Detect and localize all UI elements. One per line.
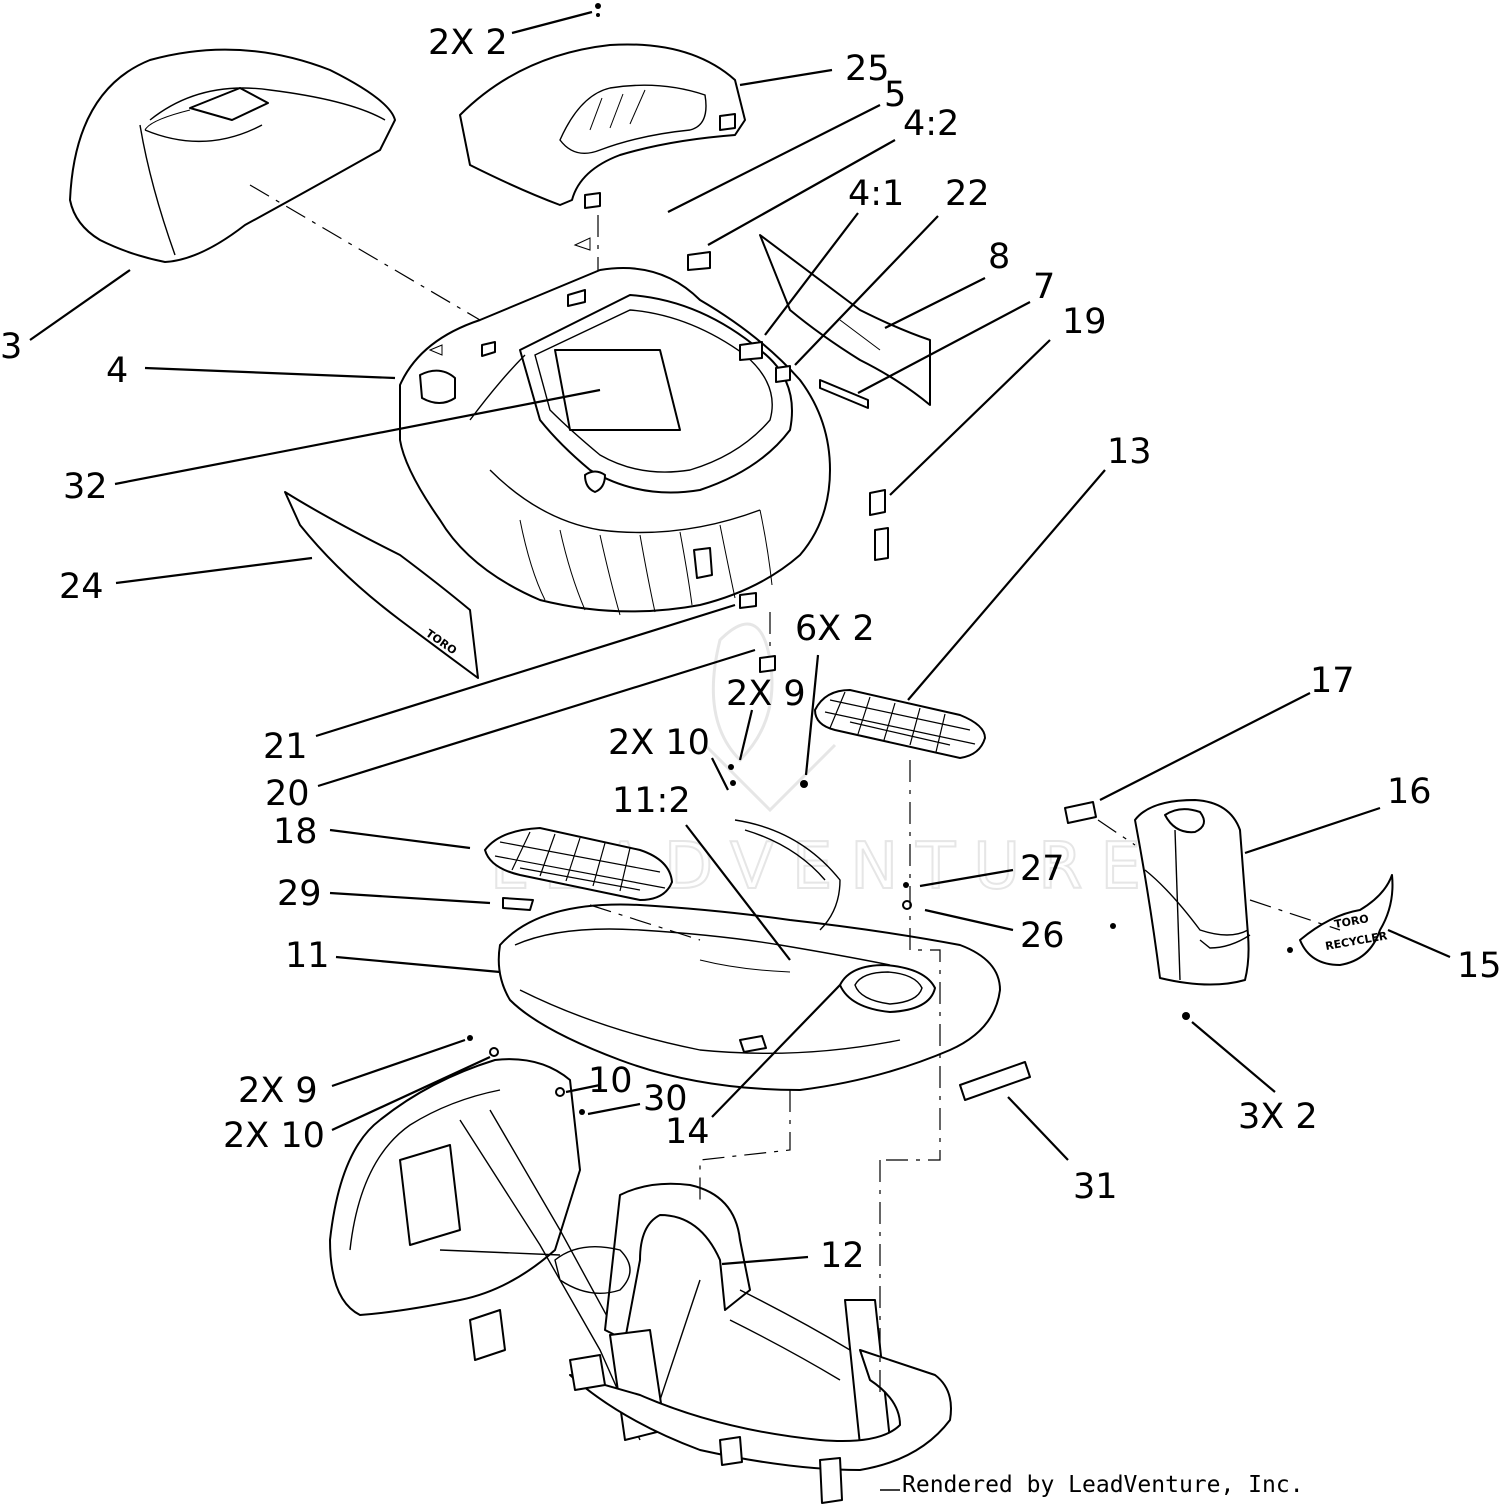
callout-18: 18: [273, 812, 318, 852]
callout-31: 31: [1073, 1167, 1118, 1207]
callout-27: 27: [1020, 849, 1065, 889]
part-decal-21: [739, 592, 757, 609]
plate-brand: TORO: [1333, 912, 1369, 931]
callout-13: 13: [1107, 432, 1152, 472]
part-decal-22: [775, 365, 791, 383]
callout-10: 10: [588, 1061, 633, 1101]
part-decal-20: [759, 655, 776, 673]
part-decal-19b: [874, 527, 889, 561]
part-footrest-left: [483, 826, 674, 902]
part-decal-29: [502, 897, 534, 911]
leader-lines: [29, 10, 1451, 1266]
callout-5: 5: [884, 75, 906, 115]
part-decal-4-1: [739, 341, 763, 361]
callout-4: 4: [106, 351, 128, 391]
callout-4-2: 4:2: [903, 104, 959, 144]
callout-32: 32: [63, 467, 108, 507]
callout-26: 26: [1020, 916, 1065, 956]
part-side-decal: TORO: [284, 491, 479, 679]
part-decal-4-2: [687, 251, 711, 271]
callout-2x10-low: 2X 10: [223, 1116, 325, 1156]
part-rear-body: [399, 237, 831, 616]
part-decal-7: [819, 379, 869, 409]
callout-29: 29: [277, 874, 322, 914]
callout-2x9-mid: 2X 9: [726, 674, 806, 714]
callout-20: 20: [265, 774, 310, 814]
part-decal-31: [959, 1061, 1031, 1101]
callout-11: 11: [285, 936, 330, 976]
callout-2x10-mid: 2X 10: [608, 723, 710, 763]
callout-labels: 2X 2 25 5 4:2 4:1 22 8 7 19 3 4 32 13 24…: [0, 23, 1500, 1276]
callout-4-1: 4:1: [848, 174, 904, 214]
part-decal-19: [869, 489, 886, 516]
callout-30: 30: [643, 1079, 688, 1119]
callout-7: 7: [1033, 267, 1055, 307]
callout-3x2: 3X 2: [1238, 1097, 1318, 1137]
part-seat: [69, 48, 396, 263]
callout-25: 25: [845, 49, 890, 89]
callout-2x2-top: 2X 2: [428, 23, 508, 63]
callout-6x2: 6X 2: [795, 609, 875, 649]
part-rear-shield: [759, 234, 931, 406]
callout-8: 8: [988, 237, 1010, 277]
callout-24: 24: [59, 567, 104, 607]
callout-2x9-low: 2X 9: [238, 1071, 318, 1111]
callout-11-2: 11:2: [612, 781, 691, 821]
part-running-board: [497, 819, 1001, 1091]
part-frame: [329, 1058, 952, 1504]
callout-21: 21: [263, 727, 308, 767]
callout-12: 12: [820, 1236, 865, 1276]
callout-19: 19: [1062, 302, 1107, 342]
part-32-decal: [554, 349, 681, 431]
callout-22: 22: [945, 174, 990, 214]
hardware: [467, 3, 1293, 1115]
callout-17: 17: [1310, 661, 1355, 701]
callout-3: 3: [0, 327, 22, 367]
part-console-cover: [459, 43, 746, 209]
callout-14: 14: [665, 1112, 710, 1152]
callout-15: 15: [1457, 946, 1500, 986]
part-footrest-right: [813, 688, 987, 760]
callout-16: 16: [1387, 772, 1432, 812]
alignment-lines: [249, 184, 1341, 1400]
part-recycler-plate: TORO RECYCLER: [1299, 874, 1394, 966]
part-recycler-housing: [1064, 799, 1251, 986]
render-credit: Rendered by LeadVenture, Inc.: [902, 1472, 1304, 1498]
